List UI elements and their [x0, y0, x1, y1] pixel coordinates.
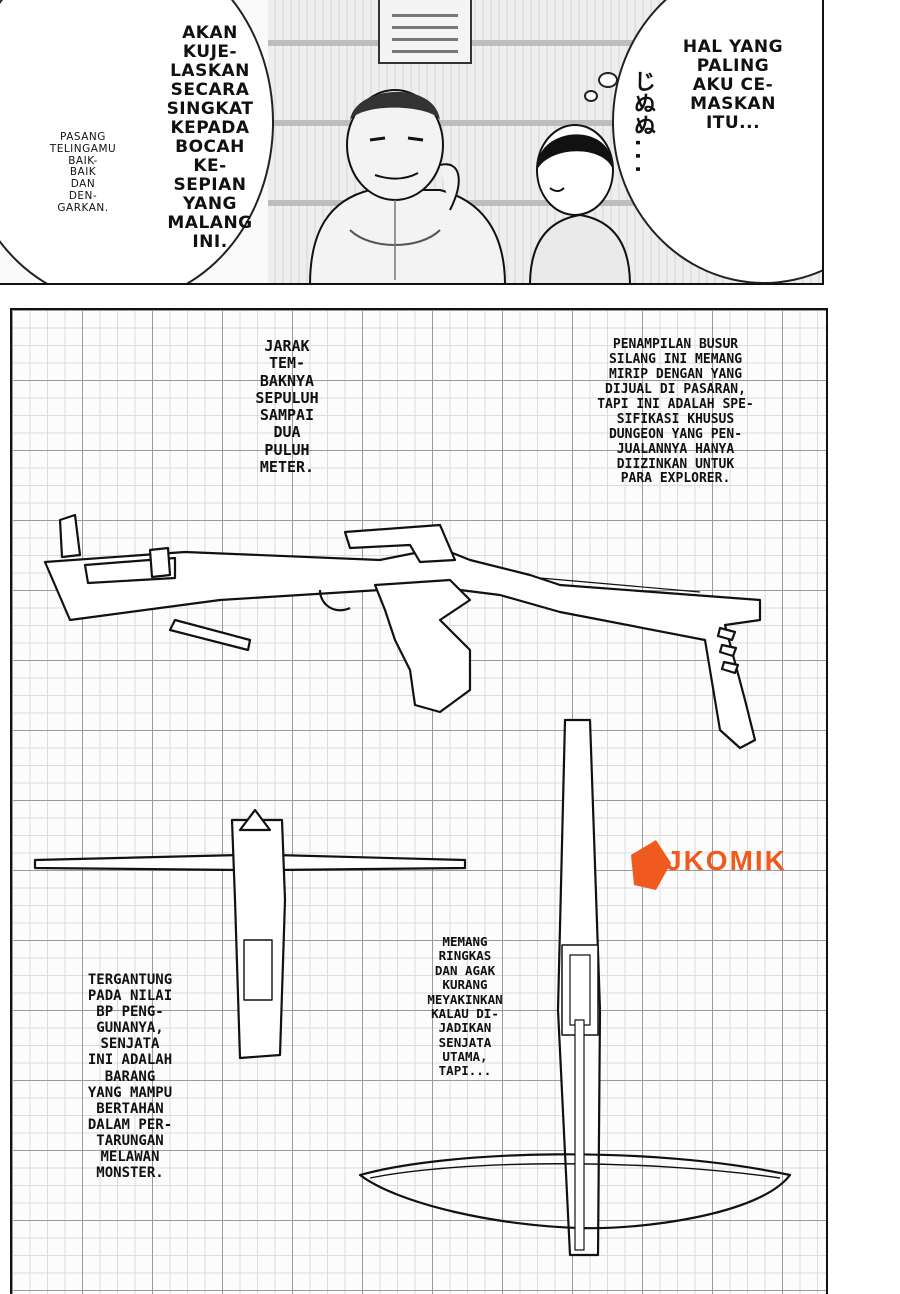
- thought-dot: [584, 90, 598, 102]
- sound-effect: じぬぬ...: [630, 70, 655, 176]
- wall-poster: [378, 0, 472, 64]
- watermark-shape-icon: [631, 840, 671, 890]
- crossbow-top-view: [33, 808, 467, 1060]
- watermark-text: JKOMIK: [666, 845, 787, 876]
- watermark-logo: JKOMIK: [626, 835, 796, 895]
- range-caption: JARAK TEM- BAKNYA SEPULUH SAMPAI DUA PUL…: [255, 337, 319, 476]
- side-caption: PASANG TELINGAMU BAIK- BAIK DAN DEN- GAR…: [49, 131, 117, 214]
- left-bubble-text: AKAN KUJE- LASKAN SECARA SINGKAT KEPADA …: [166, 23, 254, 253]
- crossbow-front-view: [358, 718, 792, 1257]
- girl-illustration: [529, 124, 631, 283]
- shelf: [268, 120, 822, 126]
- top-manga-panel: PASANG TELINGAMU BAIK- BAIK DAN DEN- GAR…: [0, 0, 824, 285]
- shopkeeper-illustration: [309, 89, 506, 283]
- blueprint-panel: [10, 308, 828, 1294]
- shelf: [268, 200, 822, 206]
- thought-dot: [598, 72, 618, 88]
- appearance-caption: PENAMPILAN BUSUR SILANG INI MEMANG MIRIP…: [597, 337, 754, 487]
- right-bubble-text: HAL YANG PALING AKU CE- MASKAN ITU...: [682, 37, 784, 134]
- shelf: [268, 40, 822, 46]
- bp-caption: TERGANTUNG PADA NILAI BP PENG- GUNANYA, …: [87, 972, 173, 1182]
- compact-caption: MEMANG RINGKAS DAN AGAK KURANG MEYAKINKA…: [427, 934, 503, 1079]
- crossbow-side-view: [43, 513, 762, 750]
- speech-bubble-left: [0, 0, 274, 283]
